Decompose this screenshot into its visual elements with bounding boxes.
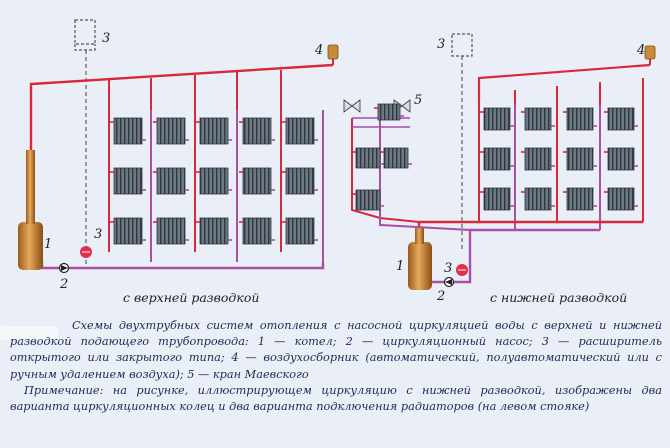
radiator-icon <box>199 217 229 245</box>
scheme-lower-supply: 3 4 5 <box>343 33 656 305</box>
air-vent-icon <box>327 44 339 65</box>
figure-caption: Схемы двухтрубных систем отопления с нас… <box>10 318 662 415</box>
return-risers-right <box>514 105 601 230</box>
pump-icon <box>58 262 70 274</box>
radiator-icon <box>285 217 315 245</box>
pump-icon <box>443 276 455 288</box>
radiator-icon <box>383 147 409 169</box>
radiator-icon <box>113 217 143 245</box>
expansion-connection-icon <box>80 246 92 258</box>
boiler-icon <box>408 228 432 290</box>
radiator-icon <box>483 107 511 131</box>
radiator-icon <box>355 189 381 211</box>
subtitle-upper-supply: с верхней разводкой <box>123 290 259 305</box>
supply-main-pipe <box>29 63 334 150</box>
label-mayevsky: 5 <box>414 93 422 108</box>
radiator-icon <box>156 217 186 245</box>
return-main-pipe <box>40 262 325 270</box>
radiator-icon <box>483 147 511 171</box>
small-stack-supply <box>351 118 420 223</box>
radiator-icon <box>566 107 594 131</box>
label-expander-right: 3 <box>437 37 445 52</box>
radiator-icon <box>566 147 594 171</box>
label-expander: 3 <box>102 31 110 46</box>
boiler-icon <box>18 150 43 270</box>
small-stack-return <box>379 118 471 231</box>
label-boiler-right: 1 <box>396 259 404 274</box>
radiator-icon <box>524 107 552 131</box>
air-line-pipe <box>477 63 651 102</box>
radiator-icon <box>199 167 229 195</box>
label-air-vent-right: 4 <box>636 43 645 58</box>
radiator-icon <box>285 167 315 195</box>
radiator-icon <box>156 167 186 195</box>
expansion-connection-icon <box>456 264 468 276</box>
radiator-icon <box>199 117 229 145</box>
radiator-icon <box>607 187 635 211</box>
air-vent-icon <box>644 45 656 65</box>
label-pump-tag: 3 <box>94 227 102 242</box>
return-risers <box>150 110 324 262</box>
radiator-icon <box>607 107 635 131</box>
watermark-patch <box>0 326 58 340</box>
radiator-icon <box>377 103 401 121</box>
expander-tank-icon <box>74 19 96 265</box>
radiator-icon <box>113 167 143 195</box>
label-boiler: 1 <box>44 237 52 252</box>
caption-note: Примечание: на рисунке, иллюстрирующем ц… <box>10 383 662 414</box>
radiator-icon <box>242 217 272 245</box>
radiator-icon <box>285 117 315 145</box>
radiator-grid-right <box>352 103 638 211</box>
label-pump: 2 <box>59 277 68 292</box>
return-main-pipe-right <box>432 228 600 284</box>
scheme-upper-supply: 3 4 <box>18 19 339 305</box>
radiator-icon <box>524 187 552 211</box>
label-pump-right: 2 <box>436 289 445 304</box>
radiator-icon <box>113 117 143 145</box>
radiator-icon <box>483 187 511 211</box>
radiator-icon <box>355 147 381 169</box>
radiator-icon <box>156 117 186 145</box>
expander-tank-icon <box>451 33 473 250</box>
subtitle-lower-supply: с нижней разводкой <box>490 290 627 305</box>
label-air-vent: 4 <box>314 43 323 58</box>
radiator-icon <box>607 147 635 171</box>
radiator-icon <box>242 117 272 145</box>
radiator-icon <box>242 167 272 195</box>
caption-main: Схемы двухтрубных систем отопления с нас… <box>10 319 662 381</box>
label-pump-tag-right: 3 <box>444 261 452 276</box>
radiator-grid-left <box>110 117 318 245</box>
radiator-icon <box>566 187 594 211</box>
radiator-icon <box>524 147 552 171</box>
